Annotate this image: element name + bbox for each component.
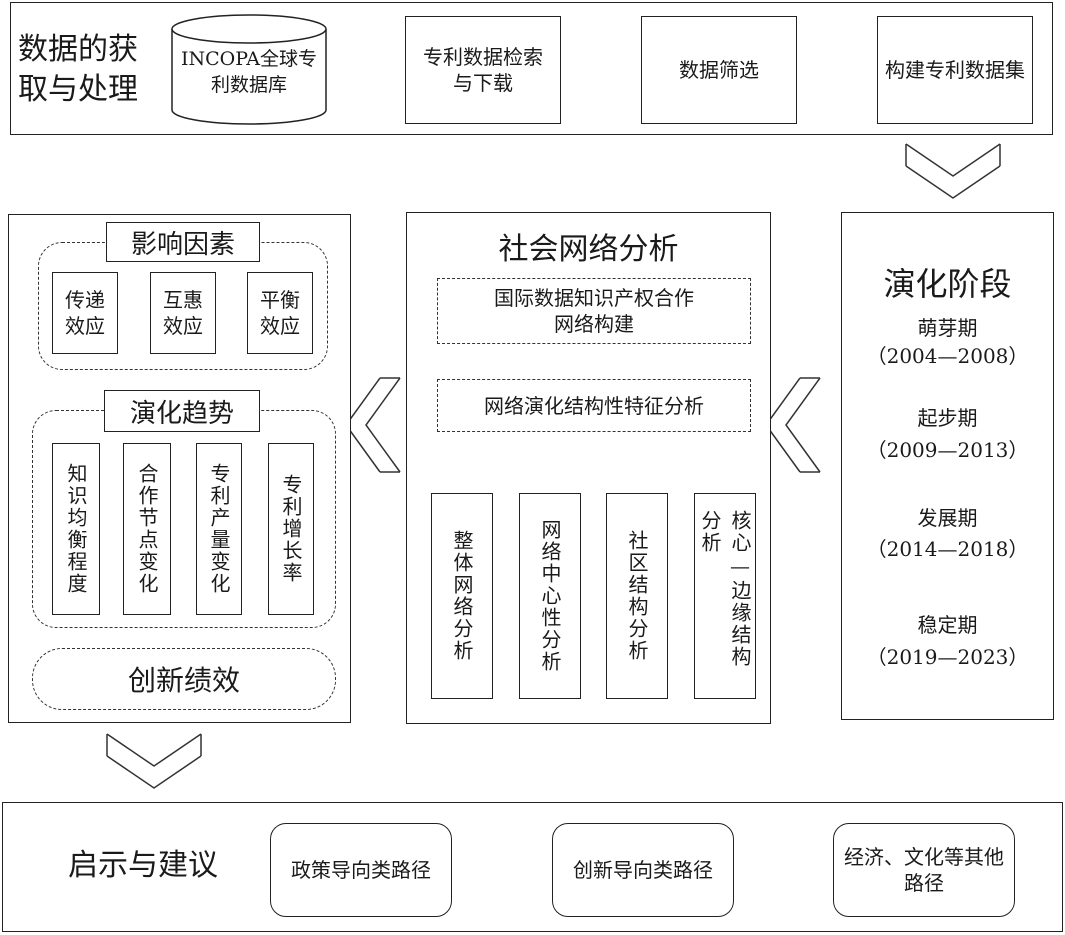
sub-analysis-box: 核心—边缘结构 分析 bbox=[694, 493, 756, 699]
step-build-box: 构建专利数据集 bbox=[877, 16, 1033, 124]
center-title: 社会网络分析 bbox=[498, 232, 679, 267]
right-panel bbox=[841, 212, 1054, 720]
trend-item: 合作节点变化 bbox=[123, 443, 171, 615]
performance-box: 创新绩效 bbox=[32, 648, 336, 710]
influence-item: 平衡效应 bbox=[247, 272, 313, 354]
stage-name: 萌芽期 bbox=[917, 316, 978, 340]
path-box: 政策导向类路径 bbox=[270, 823, 452, 917]
chevron-left-icon bbox=[365, 377, 401, 473]
step-build-label: 构建专利数据集 bbox=[885, 58, 1025, 82]
step-retrieve-box: 专利数据检索与下载 bbox=[405, 16, 561, 124]
performance-label: 创新绩效 bbox=[127, 664, 240, 697]
acquisition-label: 数据的获取与处理 bbox=[18, 32, 138, 107]
step-retrieve-label: 专利数据检索与下载 bbox=[423, 45, 543, 95]
right-title: 演化阶段 bbox=[883, 265, 1012, 303]
path-box: 经济、文化等其他路径 bbox=[833, 823, 1015, 917]
stage-name: 起步期 bbox=[917, 406, 978, 430]
build-step-box: 国际数据知识产权合作网络构建 bbox=[437, 278, 751, 344]
step-filter-box: 数据筛选 bbox=[641, 16, 797, 124]
trend-item: 知识均衡程度 bbox=[52, 443, 100, 615]
bottom-label: 启示与建议 bbox=[68, 848, 218, 883]
influence-item: 传递效应 bbox=[52, 272, 118, 354]
database-icon bbox=[171, 14, 327, 125]
stage-name: 发展期 bbox=[917, 506, 978, 530]
chevron-left-icon bbox=[785, 377, 821, 473]
path-box: 创新导向类路径 bbox=[552, 823, 734, 917]
stage-range: （2014—2018） bbox=[866, 537, 1029, 561]
trend-title: 演化趋势 bbox=[104, 390, 260, 432]
stage-range: （2019—2023） bbox=[866, 645, 1029, 669]
trend-item: 专利增长率 bbox=[268, 443, 314, 615]
step-filter-label: 数据筛选 bbox=[679, 58, 759, 82]
influence-item: 互惠效应 bbox=[150, 272, 216, 354]
sub-analysis-box: 整体网络分析 bbox=[431, 493, 493, 699]
chevron-down-icon bbox=[905, 143, 1001, 177]
trend-item: 专利产量变化 bbox=[196, 443, 242, 615]
database-label: INCOPA全球专利数据库 bbox=[180, 48, 317, 96]
influence-title: 影响因素 bbox=[106, 222, 260, 262]
sub-analysis-box: 网络中心性分析 bbox=[519, 493, 581, 699]
stage-name: 稳定期 bbox=[917, 613, 978, 637]
stage-range: （2009—2013） bbox=[866, 438, 1029, 462]
chevron-down-icon bbox=[106, 733, 202, 767]
sub-analysis-box: 社区结构分析 bbox=[606, 493, 668, 699]
stage-range: （2004—2008） bbox=[866, 344, 1029, 368]
analysis-step-box: 网络演化结构性特征分析 bbox=[437, 379, 751, 432]
